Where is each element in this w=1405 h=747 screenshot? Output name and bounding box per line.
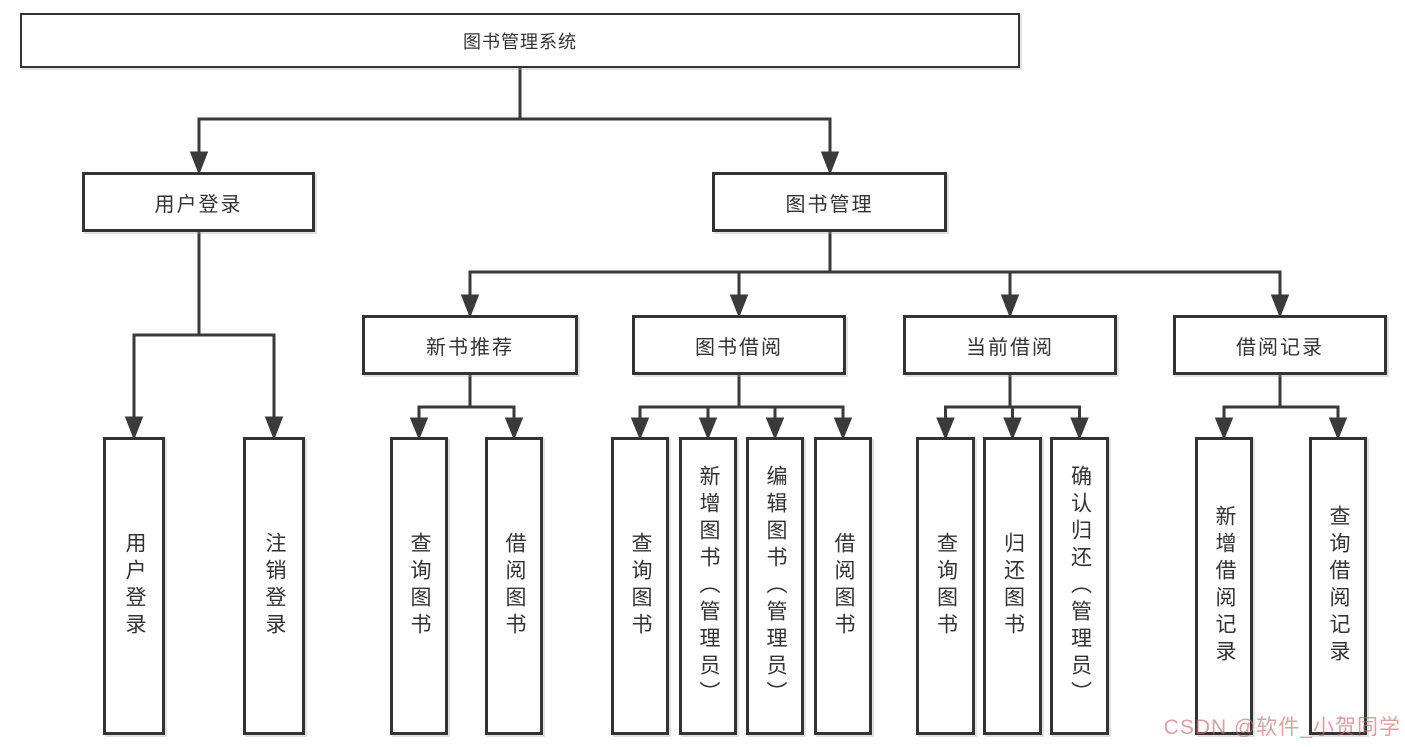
node-current-borrow-label: 当前借阅	[966, 336, 1054, 359]
leaf-logout: 注销登录	[243, 437, 305, 735]
node-current-borrow: 当前借阅	[903, 315, 1117, 375]
connector-borrow-records-children	[1214, 375, 1348, 440]
leaf-add-book-admin: 新增图书（管理员）	[679, 437, 737, 735]
leaf-query-books-borrow: 查询图书	[611, 437, 669, 735]
connector-user-login-children	[124, 232, 284, 441]
node-book-management-label: 图书管理	[785, 193, 874, 216]
node-book-borrow: 图书借阅	[632, 315, 846, 375]
leaf-query-borrow-record-label: 查询借阅记录	[1327, 505, 1351, 667]
node-borrow-records: 借阅记录	[1173, 315, 1387, 375]
node-user-login: 用户登录	[82, 172, 315, 232]
leaf-edit-book-admin: 编辑图书（管理员）	[746, 437, 804, 735]
leaf-return-books-label: 归还图书	[1001, 532, 1025, 640]
node-new-book-recommend-label: 新书推荐	[426, 336, 514, 359]
leaf-borrow-books-label: 借阅图书	[832, 532, 856, 640]
leaf-borrow-books-recommend-label: 借阅图书	[503, 532, 527, 640]
node-book-management: 图书管理	[712, 172, 947, 232]
connector-new-book-children	[409, 375, 524, 440]
leaf-edit-book-admin-label: 编辑图书（管理员）	[764, 464, 788, 708]
leaf-query-books-current: 查询图书	[916, 437, 975, 735]
node-user-login-label: 用户登录	[154, 193, 243, 216]
leaf-query-books-recommend-label: 查询图书	[408, 532, 432, 640]
leaf-user-login: 用户登录	[103, 437, 165, 735]
node-root: 图书管理系统	[20, 13, 1020, 68]
leaf-borrow-books-recommend: 借阅图书	[485, 437, 543, 735]
leaf-return-books: 归还图书	[983, 437, 1042, 735]
leaf-borrow-books: 借阅图书	[814, 437, 872, 735]
leaf-logout-label: 注销登录	[263, 532, 287, 640]
leaf-add-borrow-record-label: 新增借阅记录	[1213, 505, 1237, 667]
csdn-watermark: CSDN @软件_小贺同学	[1163, 716, 1401, 739]
leaf-add-book-admin-label: 新增图书（管理员）	[697, 464, 721, 708]
node-root-label: 图书管理系统	[463, 31, 577, 52]
leaf-confirm-return-admin-label: 确认归还（管理员）	[1068, 464, 1092, 708]
leaf-add-borrow-record: 新增借阅记录	[1195, 437, 1253, 735]
leaf-query-books-borrow-label: 查询图书	[629, 532, 653, 640]
leaf-user-login-label: 用户登录	[123, 532, 147, 640]
leaf-query-borrow-record: 查询借阅记录	[1309, 437, 1367, 735]
node-borrow-records-label: 借阅记录	[1236, 336, 1324, 359]
connector-current-borrow-children	[936, 375, 1089, 440]
connector-book-borrow-children	[630, 375, 853, 440]
node-book-borrow-label: 图书借阅	[695, 336, 783, 359]
leaf-confirm-return-admin: 确认归还（管理员）	[1050, 437, 1109, 735]
leaf-query-books-recommend: 查询图书	[390, 437, 448, 735]
leaf-query-books-current-label: 查询图书	[934, 532, 958, 640]
connector-root-to-level2	[189, 68, 840, 176]
node-new-book-recommend: 新书推荐	[362, 315, 578, 375]
connector-book-management-children	[460, 232, 1290, 319]
